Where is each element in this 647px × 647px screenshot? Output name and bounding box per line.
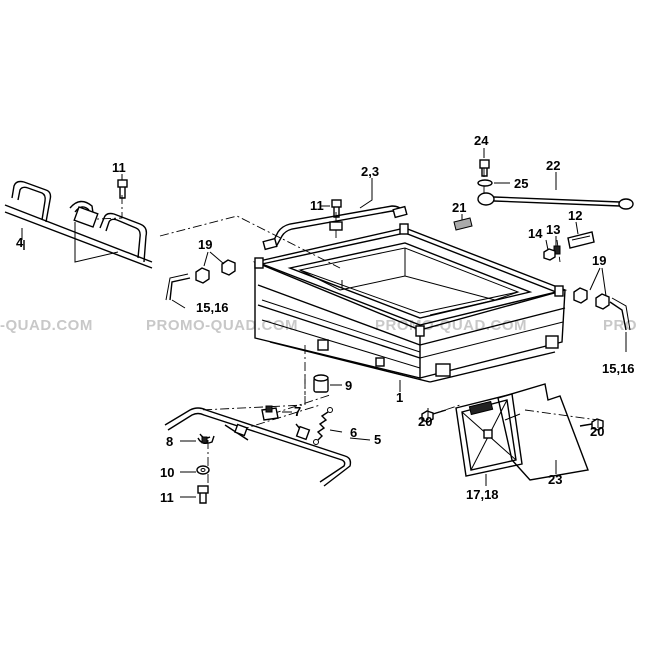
spring-6 — [313, 407, 333, 445]
watermark-text-left: -QUAD.COM — [0, 317, 93, 334]
watermark: -QUAD.COM PROMO-QUAD.COM PROMO-QUAD.COM … — [0, 317, 637, 334]
label-part-7: 7 — [294, 404, 301, 419]
front-rail-assembly — [4, 180, 153, 269]
bolt-top-left — [117, 179, 128, 199]
lever-rod-5 — [164, 407, 352, 487]
washer-25 — [477, 179, 493, 187]
bolt-handle — [331, 199, 342, 218]
label-part-25: 25 — [514, 176, 528, 191]
watermark-text-center-right: PROMO-QUAD.COM — [375, 317, 527, 334]
bracket-8 — [197, 433, 215, 445]
cargo-box — [252, 223, 568, 383]
label-part-13: 13 — [546, 222, 560, 237]
rod-right — [609, 297, 631, 331]
label-part-23: 23 — [548, 472, 562, 487]
plate-frame-17-18 — [455, 393, 523, 477]
label-part-11-bottom: 11 — [160, 490, 174, 505]
grab-handle-part — [262, 205, 408, 251]
label-part-6: 6 — [350, 425, 357, 440]
mud-flap-23 — [497, 383, 589, 481]
label-part-21: 21 — [452, 200, 466, 215]
label-part-2-3: 2,3 — [361, 164, 379, 179]
label-part-1: 1 — [396, 390, 403, 405]
nuts-left — [195, 259, 236, 284]
label-part-24: 24 — [474, 133, 489, 148]
label-part-17-18: 17,18 — [466, 487, 499, 502]
watermark-text-center-left: PROMO-QUAD.COM — [146, 317, 298, 334]
callout-leaders — [21, 148, 627, 498]
label-part-22: 22 — [546, 158, 560, 173]
label-part-11-handle: 11 — [310, 198, 324, 213]
bolt-20-left — [421, 409, 447, 423]
label-part-8: 8 — [166, 434, 173, 449]
rod-left — [165, 273, 191, 301]
label-part-10: 10 — [160, 465, 174, 480]
label-part-15-16-right: 15,16 — [602, 361, 635, 376]
cable-22 — [477, 192, 634, 210]
label-part-12: 12 — [568, 208, 582, 223]
plate-21 — [453, 217, 473, 231]
nuts-right — [573, 287, 610, 310]
bracket-12 — [567, 231, 595, 249]
label-part-15-16-left: 15,16 — [196, 300, 229, 315]
bumper-9 — [313, 374, 329, 393]
label-part-4: 4 — [16, 235, 24, 250]
label-part-9: 9 — [345, 378, 352, 393]
callout-labels: 1 2,3 4 5 6 7 8 9 10 11 11 11 12 13 14 1… — [16, 133, 635, 505]
bolt-24 — [479, 159, 490, 177]
label-part-19-left: 19 — [198, 237, 212, 252]
clip-7 — [261, 405, 279, 421]
label-part-14: 14 — [528, 226, 543, 241]
label-part-11-top: 11 — [112, 160, 126, 175]
label-part-20-left: 20 — [418, 414, 432, 429]
nut-14 — [543, 248, 556, 261]
bolt-bottom — [197, 485, 209, 504]
label-part-5: 5 — [374, 432, 381, 447]
watermark-text-right: PRO — [603, 317, 637, 334]
washer-10 — [196, 465, 210, 475]
label-part-19-right: 19 — [592, 253, 606, 268]
label-part-20-right: 20 — [590, 424, 604, 439]
